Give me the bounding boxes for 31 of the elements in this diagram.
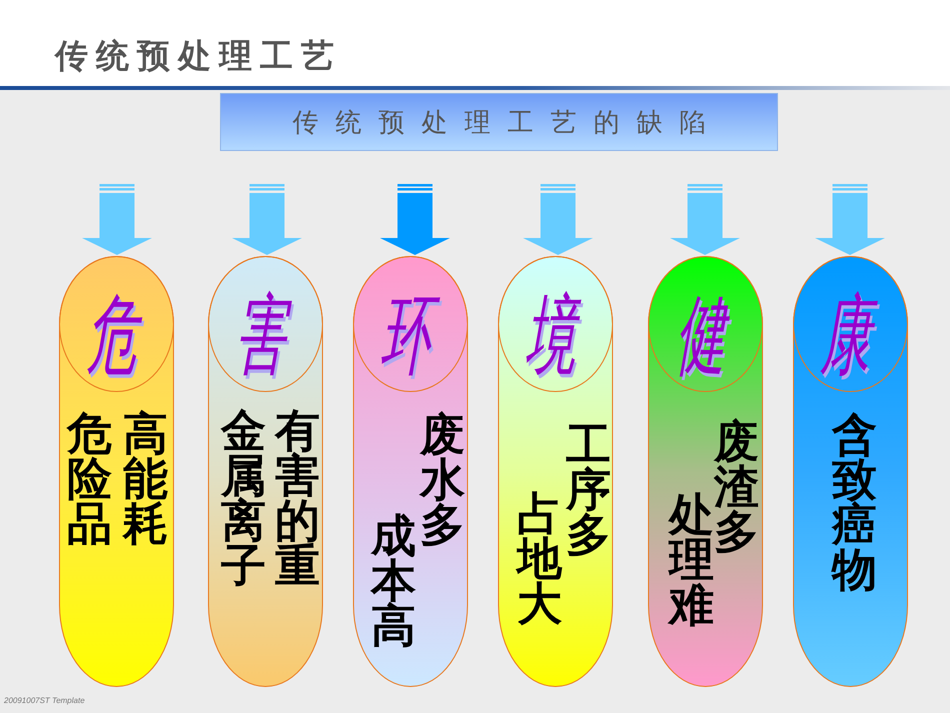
wordart-character: 害 — [232, 290, 298, 378]
wordart-character: 健 — [672, 290, 738, 378]
wordart-character: 境 — [522, 290, 588, 378]
circle-outline — [792, 256, 908, 392]
block-arrow — [232, 184, 302, 255]
vertical-text: 占地大 — [516, 490, 564, 626]
block-arrow — [523, 184, 593, 255]
block-arrow — [815, 184, 885, 255]
block-arrow — [380, 184, 450, 255]
vertical-text: 高能耗 — [122, 410, 169, 546]
wordart-character: 康 — [817, 290, 883, 378]
vertical-text: 成本高 — [370, 512, 417, 648]
block-arrow — [82, 184, 152, 255]
slide-title: 传统预处理工艺 — [55, 35, 342, 77]
circle-outline — [58, 256, 174, 392]
circle-outline — [648, 256, 762, 392]
wordart-character: 环 — [377, 290, 443, 378]
vertical-text: 废水多 — [418, 412, 466, 546]
vertical-text: 工序多 — [564, 422, 612, 556]
circle-outline — [498, 256, 612, 392]
vertical-text: 有害的重金属离子 — [220, 408, 321, 588]
circle-outline — [208, 256, 322, 392]
footer-note: 20091007ST Template — [4, 696, 85, 706]
wordart-character: 危 — [83, 290, 149, 378]
vertical-text: 处理难 — [668, 492, 714, 626]
vertical-text: 危险品 — [66, 410, 113, 546]
block-arrow — [670, 184, 740, 255]
heading-box: 传统预处理工艺的缺陷 — [220, 93, 778, 151]
circle-outline — [352, 256, 468, 392]
vertical-text: 含致癌物 — [830, 412, 878, 592]
vertical-text: 废渣多 — [714, 418, 760, 554]
